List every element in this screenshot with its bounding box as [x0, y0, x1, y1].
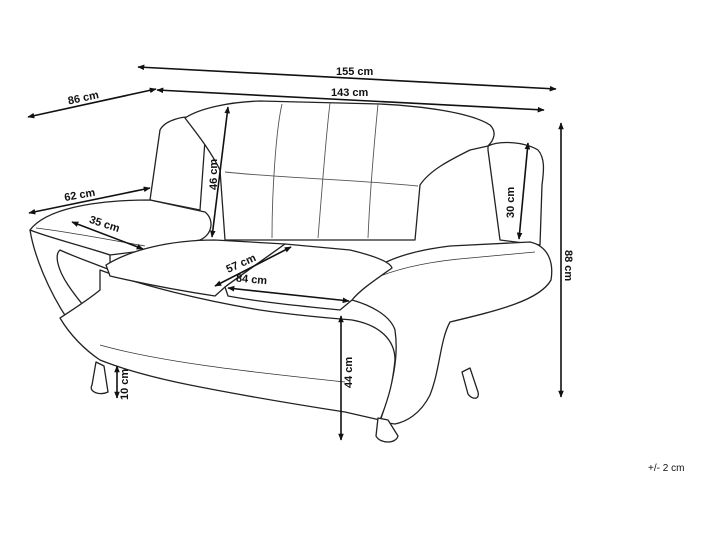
dim-line-seat-width — [227, 285, 350, 304]
dim-line-arm-height — [516, 142, 531, 240]
back-seam-horizontal — [224, 171, 419, 187]
leg-right-back — [461, 367, 479, 399]
label-total-width: 155 cm — [336, 66, 374, 78]
dim-line-seat-depth — [214, 246, 292, 287]
dim-line-inner-width — [156, 87, 545, 113]
label-inner-width: 143 cm — [331, 87, 369, 99]
back-seam-3 — [367, 103, 379, 239]
right-arm-front — [349, 241, 553, 425]
leg-left — [90, 361, 109, 395]
label-arm-depth: 62 cm — [63, 187, 96, 204]
sofa-drawing — [29, 100, 553, 443]
dim-line-total-width — [137, 64, 557, 92]
seat-front-panel — [59, 269, 396, 421]
label-arm-height: 30 cm — [505, 187, 517, 218]
leg-right-front — [375, 417, 399, 443]
label-leg-height: 10 cm — [119, 369, 131, 400]
dim-line-total-depth — [27, 87, 157, 119]
label-total-height: 88 cm — [562, 250, 574, 281]
dim-line-arm-depth — [28, 186, 151, 215]
label-seat-height: 44 cm — [343, 357, 355, 388]
dim-line-back-height — [209, 106, 231, 238]
label-back-height: 46 cm — [208, 159, 220, 190]
tolerance-note: +/- 2 cm — [648, 463, 685, 474]
back-seam-2 — [317, 102, 331, 239]
dim-line-seat-depth-front — [71, 221, 144, 250]
label-seat-width: 84 cm — [235, 273, 267, 288]
seat-base-piping — [99, 344, 346, 383]
dimension-lines — [27, 64, 564, 441]
back-seam-1 — [271, 103, 283, 239]
backrest — [184, 100, 495, 241]
